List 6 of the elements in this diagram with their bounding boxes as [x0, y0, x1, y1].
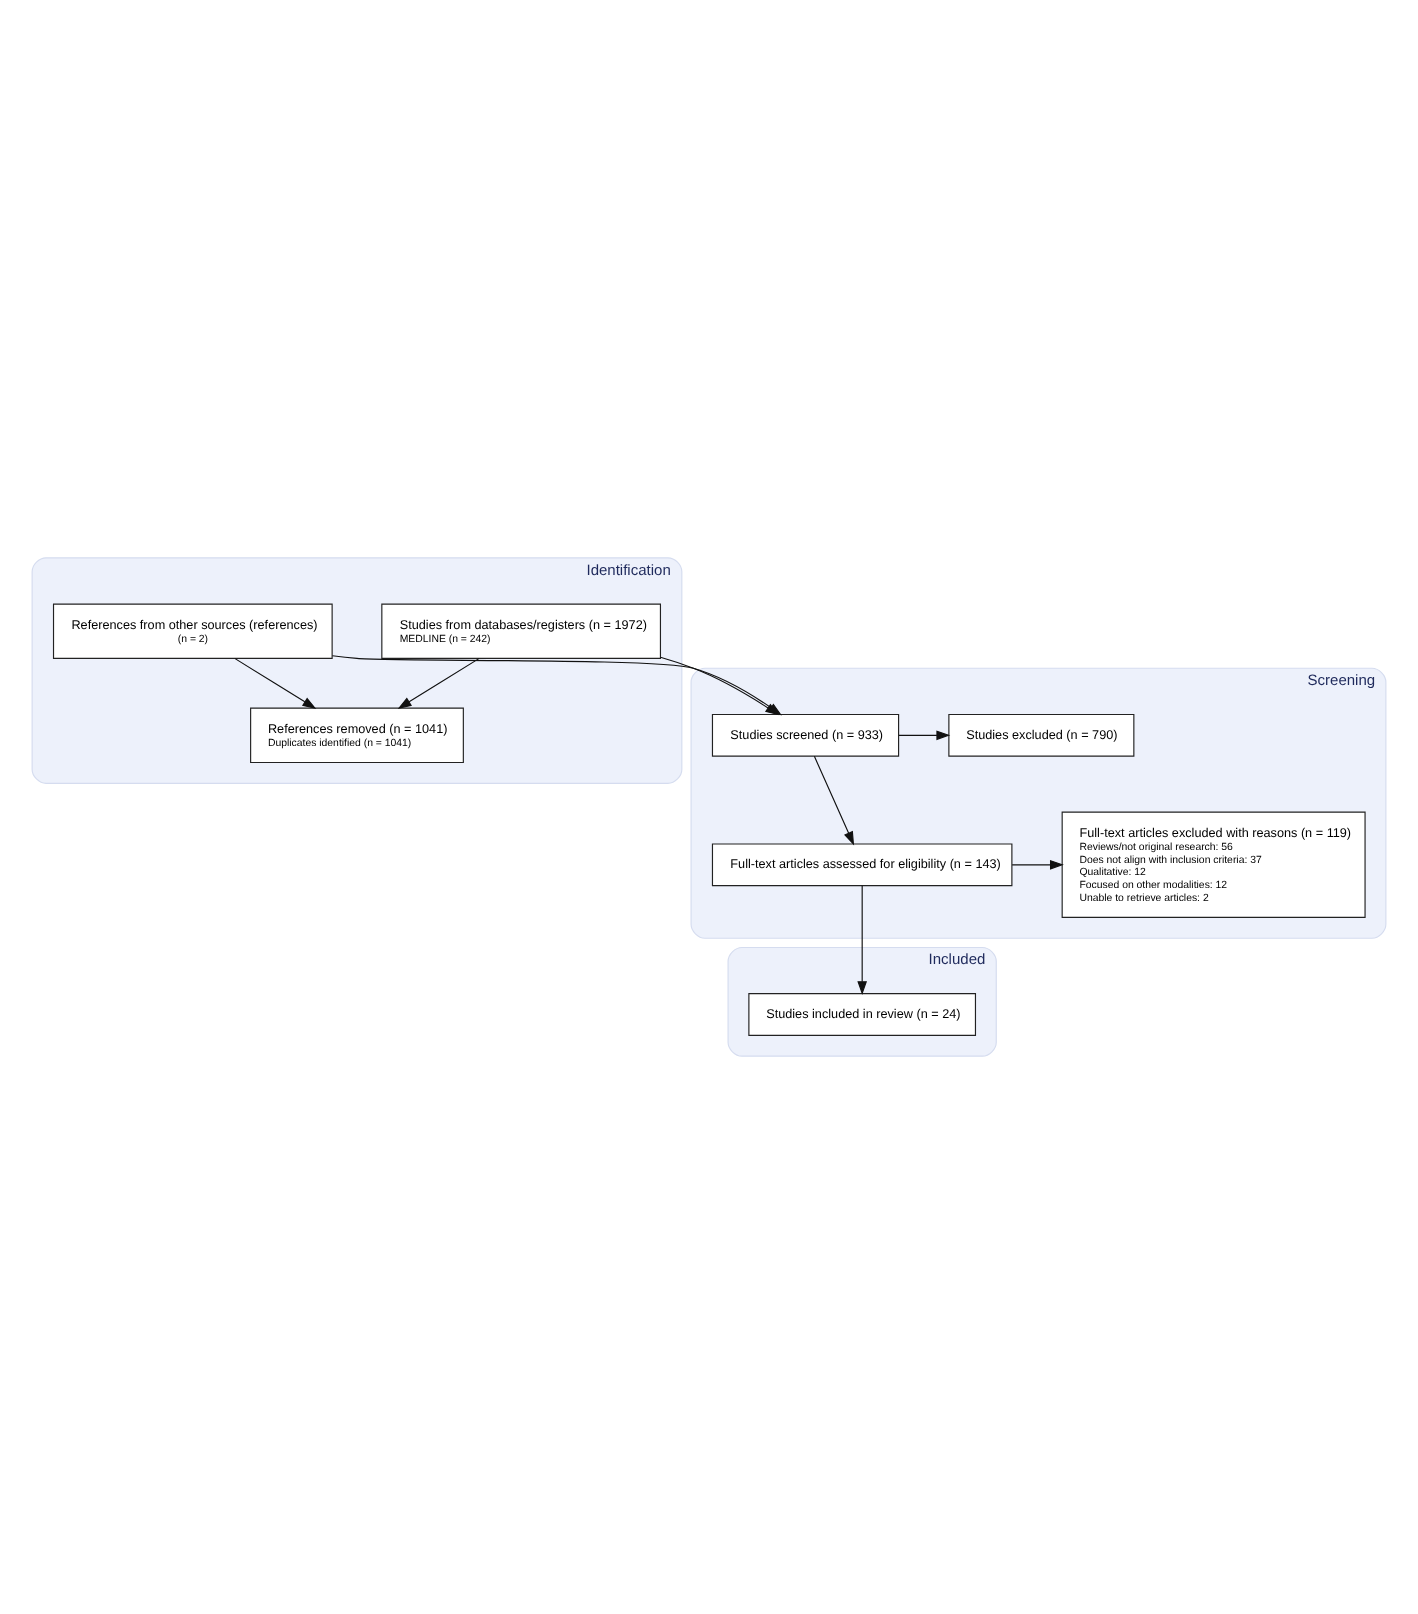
arrow [857, 885, 868, 996]
arrow [234, 658, 317, 709]
arrow [397, 658, 480, 709]
arrow [813, 755, 855, 846]
arrow [898, 730, 951, 741]
arrow [1011, 859, 1064, 870]
